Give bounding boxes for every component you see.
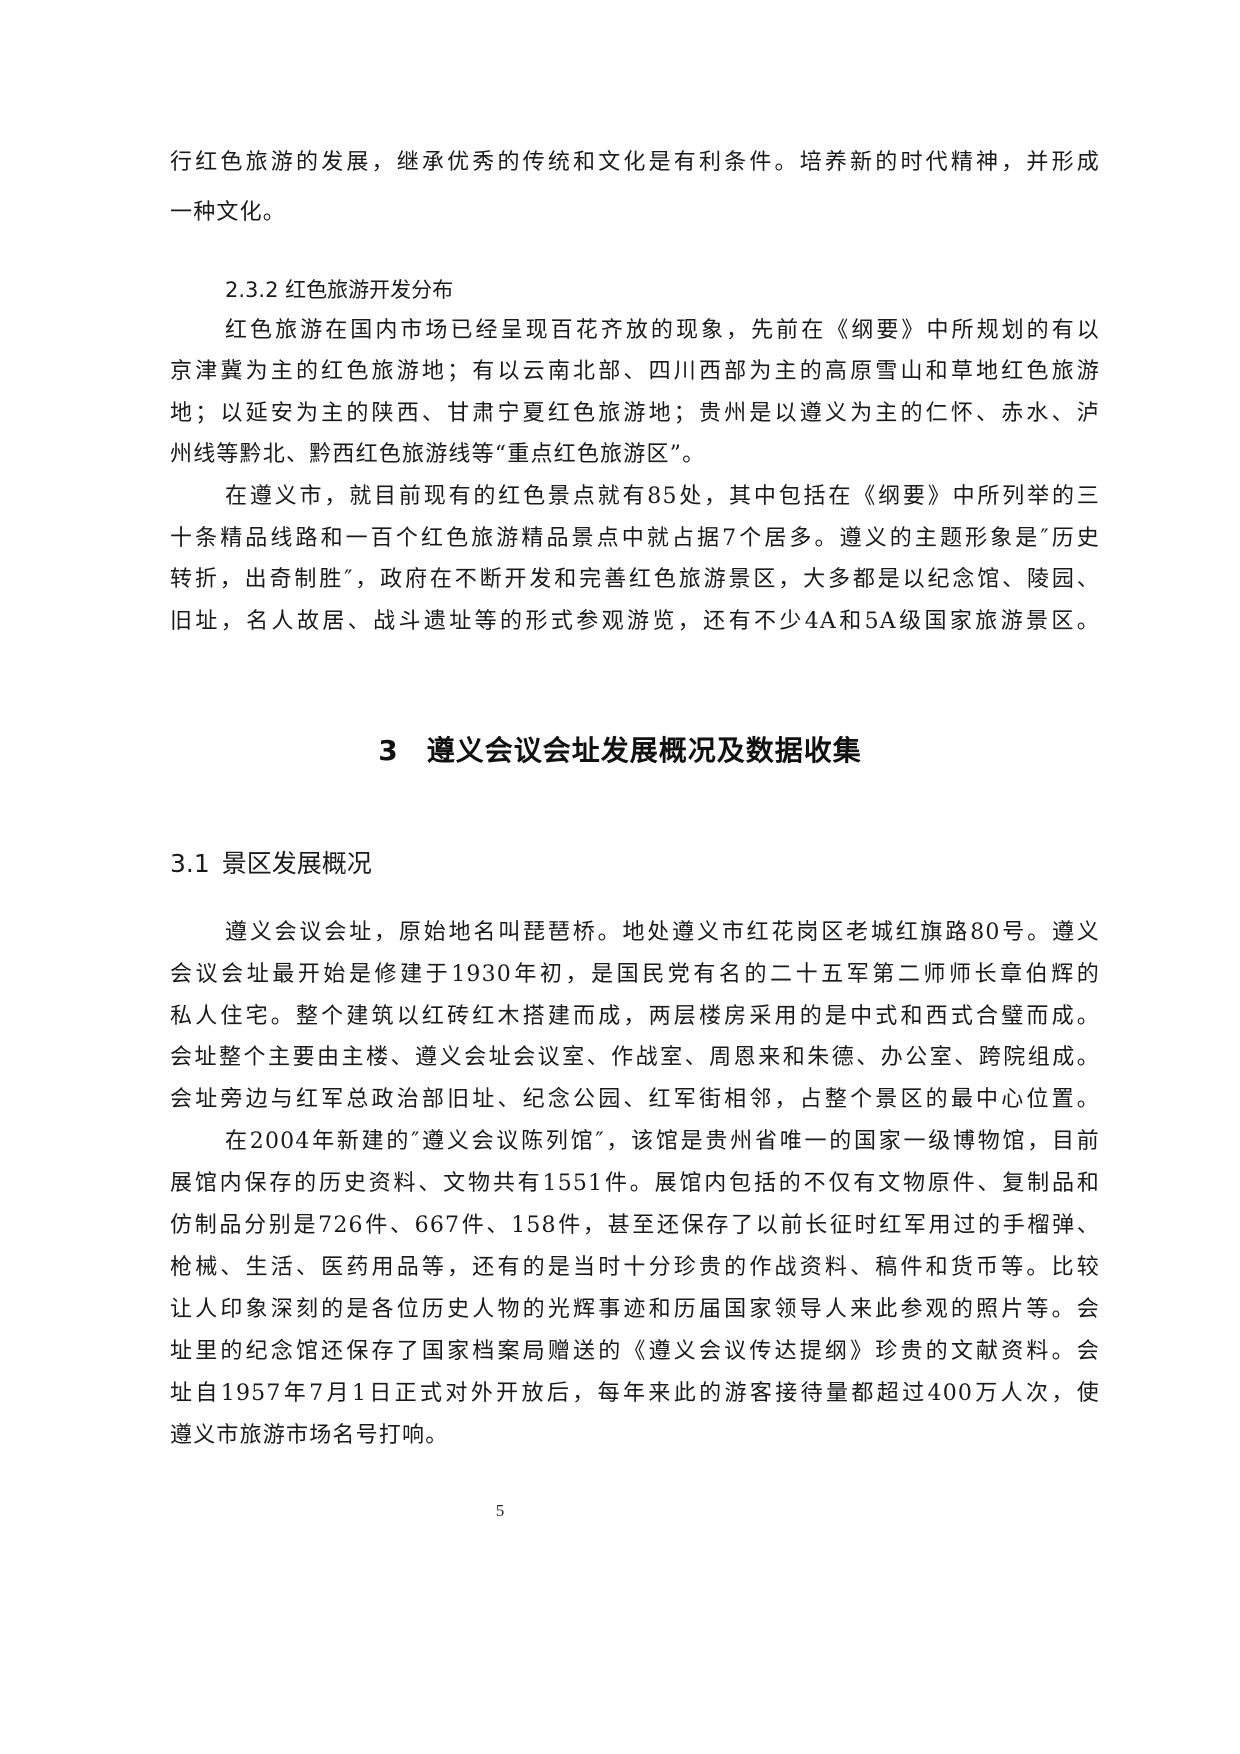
body-text-line: 仿制品分别是726件、667件、158件，甚至还保存了以前长征时红军用过的手榴弹… — [170, 1213, 1100, 1238]
body-text-line: 行红色旅游的发展，继承优秀的传统和文化是有利条件。培养新的时代精神，并形成 — [170, 150, 1100, 175]
body-text-line: 址自1957年7月1日正式对外开放后，每年来此的游客接待量都超过400万人次，使 — [170, 1381, 1100, 1406]
body-text-line: 十条精品线路和一百个红色旅游精品景点中就占据7个居多。遵义的主题形象是″历史 — [170, 526, 1100, 551]
subsection-heading: 2.3.2 红色旅游开发分布 — [225, 278, 454, 302]
body-text-line: 会议会址最开始是修建于1930年初，是国民党有名的二十五军第二师师长章伯辉的 — [170, 962, 1100, 987]
body-text-line: 遵义市旅游市场名号打响。 — [170, 1423, 449, 1448]
body-text-line: 在遵义市，就目前现有的红色景点就有85处，其中包括在《纲要》中所列举的三 — [225, 484, 1100, 509]
body-text-line: 枪械、生活、医药用品等，还有的是当时十分珍贵的作战资料、稿件和货币等。比较 — [170, 1255, 1100, 1280]
body-text-line: 遵义会议会址，原始地名叫琵琶桥。地处遵义市红花岗区老城红旗路80号。遵义 — [225, 920, 1100, 945]
chapter-heading: 3 遵义会议会址发展概况及数据收集 — [0, 731, 1240, 771]
section-title: 景区发展概况 — [221, 849, 372, 878]
page-number: 5 — [495, 1501, 505, 1520]
body-text-line: 红色旅游在国内市场已经呈现百花齐放的现象，先前在《纲要》中所规划的有以 — [225, 318, 1100, 343]
body-text-line: 在2004年新建的″遵义会议陈列馆″，该馆是贵州省唯一的国家一级博物馆，目前 — [225, 1129, 1100, 1154]
body-text-line: 展馆内保存的历史资料、文物共有1551件。展馆内包括的不仅有文物原件、复制品和 — [170, 1171, 1100, 1196]
body-text-line: 私人住宅。整个建筑以红砖红木搭建而成，两层楼房采用的是中式和西式合璧而成。 — [170, 1004, 1100, 1029]
body-text-line: 让人印象深刻的是各位历史人物的光辉事迹和历届国家领导人来此参观的照片等。会 — [170, 1297, 1100, 1322]
body-text-line: 址里的纪念馆还保存了国家档案局赠送的《遵义会议传达提纲》珍贵的文献资料。会 — [170, 1339, 1100, 1364]
body-text-line: 州线等黔北、黔西红色旅游线等“重点红色旅游区”。 — [170, 442, 706, 467]
section-heading: 3.1 景区发展概况 — [170, 847, 372, 881]
chapter-title: 遵义会议会址发展概况及数据收集 — [426, 734, 862, 767]
body-text-line: 旧址，名人故居、战斗遗址等的形式参观游览，还有不少4A和5A级国家旅游景区。 — [170, 609, 1100, 634]
body-text-line: 京津冀为主的红色旅游地；有以云南北部、四川西部为主的高原雪山和草地红色旅游 — [170, 359, 1100, 384]
body-text-line: 会址整个主要由主楼、遵义会址会议室、作战室、周恩来和朱德、办公室、跨院组成。 — [170, 1045, 1100, 1070]
chapter-number: 3 — [378, 734, 399, 767]
body-text-line: 会址旁边与红军总政治部旧址、纪念公园、红军街相邻，占整个景区的最中心位置。 — [170, 1087, 1100, 1112]
body-text-line: 转折，出奇制胜″，政府在不断开发和完善红色旅游景区，大多都是以纪念馆、陵园、 — [170, 567, 1100, 592]
section-number: 3.1 — [170, 849, 210, 878]
body-text-line: 一种文化。 — [170, 200, 287, 225]
body-text-line: 地；以延安为主的陕西、甘肃宁夏红色旅游地；贵州是以遵义为主的仁怀、赤水、泸 — [170, 401, 1100, 426]
